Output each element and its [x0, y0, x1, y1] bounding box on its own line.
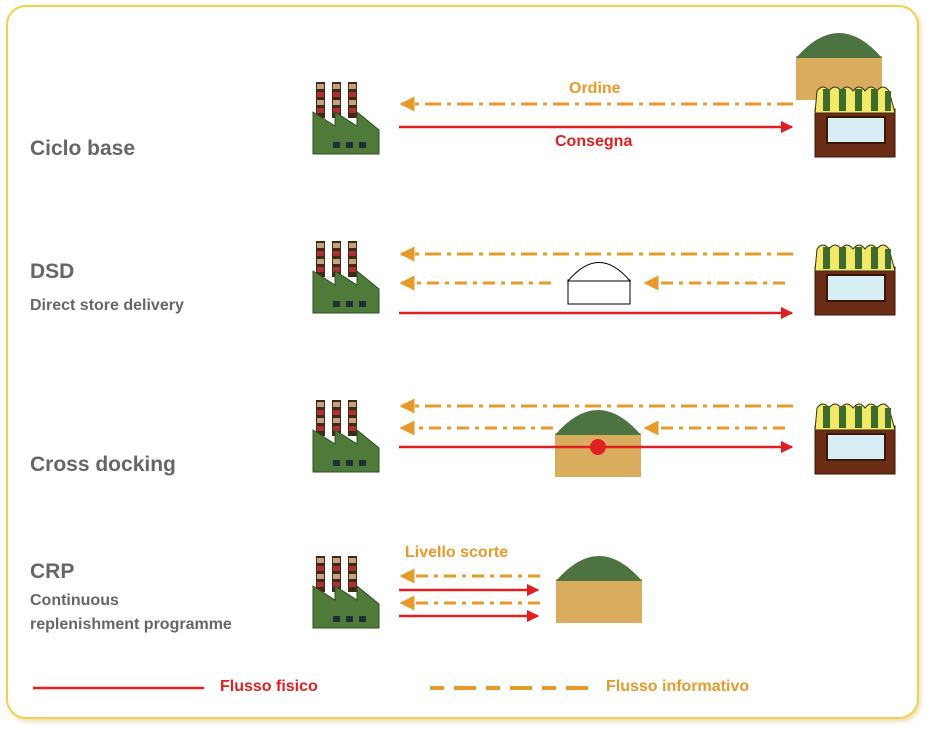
row-subtitle-crp-line1: Continuous — [30, 592, 119, 609]
row-title-dsd: DSD — [30, 260, 75, 283]
delivery-flow-label: Consegna — [555, 133, 633, 150]
row-subtitle-crp-line2: replenishment programme — [30, 616, 232, 633]
row-title-cross-docking: Cross docking — [30, 453, 176, 476]
warehouse-outline-icon — [566, 262, 632, 305]
row-subtitle-dsd: Direct store delivery — [30, 297, 184, 314]
order-flow-label: Ordine — [569, 80, 621, 97]
stock-level-flow-label: Livello scorte — [405, 544, 509, 561]
row-title-crp: CRP — [30, 560, 75, 583]
factory-icon — [312, 240, 380, 314]
legend-physical-label: Flusso fisico — [220, 678, 318, 695]
factory-icon — [312, 555, 380, 629]
factory-icon — [312, 81, 380, 155]
shop-icon — [814, 403, 896, 475]
legend-informative-label: Flusso informativo — [606, 678, 750, 695]
shop-icon — [814, 244, 896, 316]
cross-dock-point — [590, 439, 606, 455]
row-title-ciclo-base: Ciclo base — [30, 137, 136, 160]
shop-icon — [814, 86, 896, 158]
diagram-frame — [6, 5, 919, 719]
factory-icon — [312, 399, 380, 473]
warehouse-icon — [556, 556, 642, 623]
